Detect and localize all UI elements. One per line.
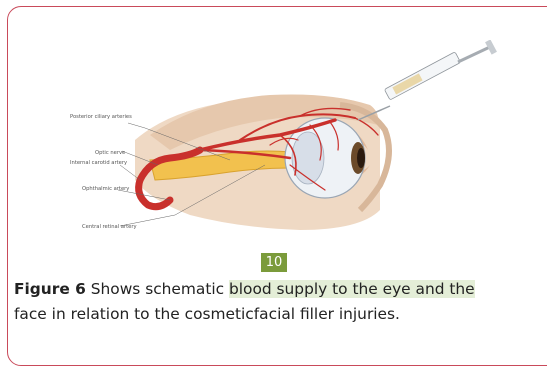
- svg-text:Posterior ciliary arteries: Posterior ciliary arteries: [70, 114, 132, 120]
- caption-text: Shows schematic: [86, 280, 229, 298]
- label-internal-carotid: Internal carotid artery: [70, 160, 127, 166]
- label-posterior-ciliary: Posterior ciliary arteries: [70, 114, 132, 120]
- label-ophthalmic: Ophthalmic artery: [82, 186, 129, 192]
- eye-anatomy-diagram: Posterior ciliary arteries Optic nerve I…: [40, 40, 510, 255]
- caption-line-2: face in relation to the cosmeticfacial f…: [14, 302, 547, 327]
- eye-blood-supply-illustration: Posterior ciliary arteries Optic nerve I…: [40, 40, 510, 255]
- caption-line-1: Figure 6 Shows schematic blood supply to…: [14, 277, 547, 302]
- label-central-retinal: Central retinal artery: [82, 224, 137, 230]
- page-badge: 10: [261, 253, 287, 272]
- caption-label: Figure 6: [14, 280, 86, 298]
- syringe-icon: [358, 40, 497, 120]
- caption-highlight: blood supply to the eye and the: [229, 280, 475, 298]
- figure-caption: Figure 6 Shows schematic blood supply to…: [14, 277, 547, 327]
- label-optic-nerve: Optic nerve: [95, 150, 125, 156]
